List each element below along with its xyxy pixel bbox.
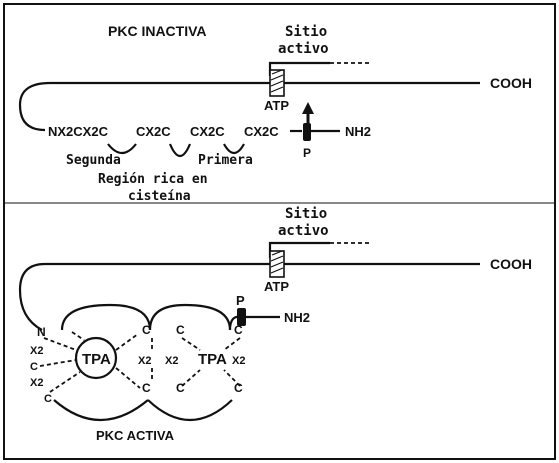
left-c-2: C	[44, 393, 52, 405]
seq-1: NX2CX2C	[48, 124, 109, 139]
far-c-top: C	[234, 323, 243, 337]
region-label-2: cisteína	[128, 189, 191, 204]
bottom-loop-2	[148, 400, 232, 420]
left-x2-1: X2	[30, 345, 43, 357]
label-segunda: Segunda	[66, 153, 121, 168]
right-c-bottom: C	[176, 381, 185, 395]
p-top: P	[303, 146, 311, 160]
right-c-top: C	[176, 323, 185, 337]
left-x2-2: X2	[30, 377, 43, 389]
atp-top: ATP	[264, 98, 289, 113]
bridge-2	[150, 305, 230, 330]
seq-4: CX2C	[244, 124, 279, 139]
title-inactive: PKC INACTIVA	[108, 23, 207, 39]
left-n: N	[37, 325, 46, 339]
title-active: PKC ACTIVA	[96, 428, 175, 443]
tpa-2: TPA	[198, 351, 227, 368]
label-primera: Primera	[198, 153, 253, 168]
seq-3: CX2C	[190, 124, 225, 139]
right-x2-a: X2	[165, 355, 178, 367]
p-bottom: P	[236, 293, 245, 308]
bridge-1	[62, 305, 150, 330]
mid-x2: X2	[138, 355, 151, 367]
arrow-up-icon	[302, 102, 314, 114]
cooh-bottom: COOH	[490, 256, 532, 272]
loop-3	[224, 144, 244, 153]
phospho-site-top	[303, 123, 311, 141]
region-label-1: Región rica en	[98, 172, 208, 187]
atp-bottom: ATP	[264, 279, 289, 294]
nh2-top: NH2	[345, 124, 371, 139]
seq-2: CX2C	[136, 124, 171, 139]
mid-c-top: C	[142, 323, 151, 337]
loop-1	[108, 144, 136, 153]
site-label-top-1: Sitio	[285, 24, 327, 40]
cooh-top: COOH	[490, 75, 532, 91]
site-label-top-2: activo	[278, 41, 329, 57]
far-c-bottom: C	[234, 381, 243, 395]
left-c-1: C	[30, 361, 38, 373]
far-x2: X2	[232, 355, 245, 367]
bottom-loop-1	[54, 400, 148, 420]
loop-2	[170, 144, 190, 156]
chain-top	[20, 83, 480, 130]
nh2-bottom: NH2	[284, 310, 310, 325]
tpa-1: TPA	[82, 351, 111, 368]
mid-c-bottom: C	[142, 381, 151, 395]
site-label-bottom-1: Sitio	[285, 206, 327, 222]
site-label-bottom-2: activo	[278, 223, 329, 239]
chain-bottom	[20, 264, 480, 330]
